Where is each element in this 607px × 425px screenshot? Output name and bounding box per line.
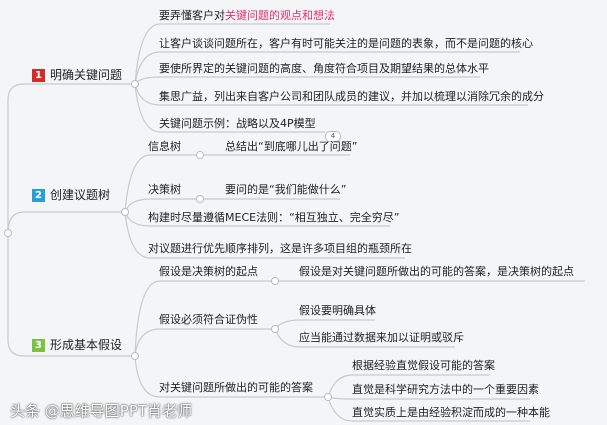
subtopic-detail[interactable]: 总结出“到底哪儿出了问题” [225,140,358,153]
collapse-toggle[interactable] [324,393,332,401]
subtopic-detail[interactable]: 直觉实质上是由经验积淀而成的一种本能 [352,406,550,419]
collapse-toggle-topic-2[interactable] [121,208,129,216]
topic-3-label[interactable]: 形成基本假设 [50,338,123,352]
subtopic[interactable]: 要使所界定的关键问题的高度、角度符合项目及期望结果的总体水平 [159,62,489,75]
collapse-toggle[interactable] [271,325,279,333]
topic-number-badge: 2 [32,189,45,202]
subtopic[interactable]: 对关键问题所做出的可能的答案 [159,381,313,394]
highlighted-text: 关键问题的观点和想法 [225,9,335,22]
subtopic[interactable]: 构建时尽量遵循MECE法则：“相互独立、完全穷尽” [148,211,400,224]
collapse-toggle[interactable] [196,151,204,159]
subtopic[interactable]: 要弄懂客户对关键问题的观点和想法 [159,9,335,23]
collapse-toggle-topic-3[interactable] [131,352,139,360]
subtopic[interactable]: 假设是决策树的起点 [159,265,258,278]
subtopic-detail[interactable]: 根据经验直觉假设可能的答案 [352,359,495,372]
collapse-toggle-topic-1[interactable] [131,80,139,88]
subtopic[interactable]: 集思广益，列出来自客户公司和团队成员的建议，并加以梳理以消除冗余的成分 [159,90,544,103]
subtopic-detail[interactable]: 直觉是科学研究方法中的一个重要因素 [352,383,539,396]
topic-1-label[interactable]: 明确关键问题 [50,68,123,82]
subtopic[interactable]: 关键问题示例：战略以及4P模型 [159,117,316,130]
subtopic-detail[interactable]: 要问的是“我们能做什么” [225,183,347,196]
subtopic-detail[interactable]: 应当能通过数据来加以证明或驳斥 [299,331,464,344]
collapsed-count-badge[interactable]: 4 [325,131,341,142]
subtopic[interactable]: 对议题进行优先顺序排列，这是许多项目组的瓶颈所在 [148,242,412,255]
topic-2-label[interactable]: 创建议题树 [50,188,111,202]
collapse-toggle[interactable] [196,195,204,203]
subtopic-text: 要弄懂客户对 [159,9,225,22]
watermark: 头条 @思维导图PPT肖老师 [10,402,193,420]
collapse-toggle[interactable] [271,277,279,285]
topic-number-badge: 1 [32,69,45,82]
subtopic-detail[interactable]: 假设要明确具体 [299,304,376,317]
subtopic[interactable]: 决策树 [148,183,181,196]
collapse-toggle-root[interactable] [4,229,12,237]
topic-number-badge: 3 [32,339,45,352]
subtopic[interactable]: 让客户谈谈问题所在，客户有时可能关注的是问题的表象，而不是问题的核心 [159,37,533,50]
subtopic-detail[interactable]: 假设是对关键问题所做出的可能的答案，是决策树的起点 [299,265,574,278]
subtopic[interactable]: 信息树 [148,140,181,153]
subtopic[interactable]: 假设必须符合证伪性 [159,313,258,326]
